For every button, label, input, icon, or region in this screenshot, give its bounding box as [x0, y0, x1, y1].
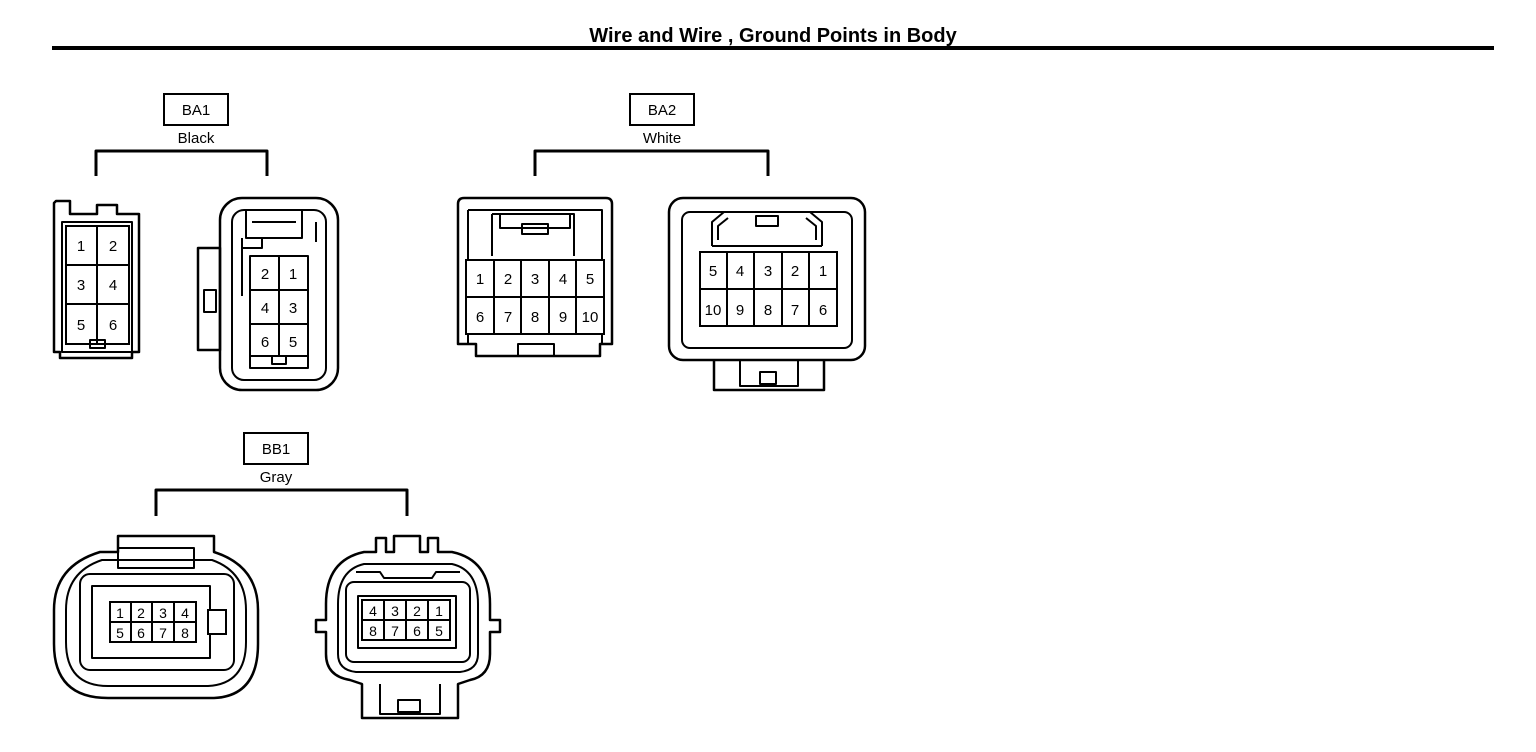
ba2-right-pin: 5 — [709, 263, 717, 280]
bb1-right-pin: 8 — [369, 623, 377, 639]
bb1-bracket — [154, 488, 409, 516]
bb1-left-pin: 2 — [137, 605, 145, 621]
ba1-right-pin: 4 — [261, 300, 269, 317]
ba1-right-pin: 2 — [261, 266, 269, 283]
bb1-right-pin: 3 — [391, 603, 399, 619]
ba2-right-pin: 9 — [736, 302, 744, 319]
bb1-color: Gray — [260, 469, 293, 486]
ba1-code: BA1 — [182, 102, 210, 119]
ba1-left-pin: 3 — [77, 277, 85, 294]
ba2-left-pin: 2 — [504, 271, 512, 288]
ba1-right-pin: 6 — [261, 334, 269, 351]
ba2-right-pin: 2 — [791, 263, 799, 280]
ba1-bracket — [94, 149, 269, 176]
ba1-right-pin: 1 — [289, 266, 297, 283]
ba2-right-pin: 4 — [736, 263, 744, 280]
ba1-left-pin: 4 — [109, 277, 117, 294]
bb1-left-pin: 5 — [116, 625, 124, 641]
bb1-right-pin: 7 — [391, 623, 399, 639]
ba2-left-pin: 6 — [476, 309, 484, 326]
ba2-right-pin: 1 — [819, 263, 827, 280]
bb1-right-pin: 4 — [369, 603, 377, 619]
bb1-left-pin: 3 — [159, 605, 167, 621]
page-title: Wire and Wire , Ground Points in Body — [589, 25, 957, 47]
ba2-right-pin: 6 — [819, 302, 827, 319]
bb1-right-pin: 5 — [435, 623, 443, 639]
ba1-left-pin: 6 — [109, 317, 117, 334]
bb1-code: BB1 — [262, 441, 290, 458]
bb1-right-connector: 4 3 2 1 8 7 6 5 — [314, 534, 502, 720]
bb1-right-pin: 2 — [413, 603, 421, 619]
ba2-color: White — [643, 130, 681, 147]
ba2-left-pin: 8 — [531, 309, 539, 326]
bb1-left-pin: 7 — [159, 625, 167, 641]
connector-bb1: BB1 Gray 1 2 3 4 5 6 7 8 — [52, 432, 502, 720]
ba2-left-pin: 4 — [559, 271, 567, 288]
bb1-left-pin: 1 — [116, 605, 124, 621]
ba2-right-pin: 3 — [764, 263, 772, 280]
ba2-right-pin: 8 — [764, 302, 772, 319]
connector-ba2: BA2 White 1 2 3 4 5 6 7 8 9 1 — [456, 93, 867, 392]
connector-ba1: BA1 Black 1 2 3 4 5 6 — [52, 93, 340, 392]
ba1-right-pin: 3 — [289, 300, 297, 317]
ba1-left-pin: 1 — [77, 238, 85, 255]
ba2-left-connector: 1 2 3 4 5 6 7 8 9 10 — [456, 196, 614, 358]
bb1-code-box — [243, 432, 309, 465]
ba2-left-pin: 1 — [476, 271, 484, 288]
bb1-left-pin: 8 — [181, 625, 189, 641]
bb1-right-pin: 1 — [435, 603, 443, 619]
ba1-right-pin: 5 — [289, 334, 297, 351]
ba2-left-pin: 5 — [586, 271, 594, 288]
bb1-left-pin: 6 — [137, 625, 145, 641]
ba1-code-box — [163, 93, 229, 126]
ba2-left-pin: 7 — [504, 309, 512, 326]
ba2-left-pin: 9 — [559, 309, 567, 326]
ba2-left-pin: 3 — [531, 271, 539, 288]
ba2-code: BA2 — [648, 102, 676, 119]
ba2-right-pin: 7 — [791, 302, 799, 319]
bb1-right-pin: 6 — [413, 623, 421, 639]
ba1-left-pin: 5 — [77, 317, 85, 334]
ba2-code-box — [629, 93, 695, 126]
ba1-right-connector: 2 1 4 3 6 5 — [196, 196, 340, 392]
ba1-left-connector: 1 2 3 4 5 6 — [52, 199, 141, 360]
ba2-bracket — [533, 149, 770, 176]
ba2-right-connector: 5 4 3 2 1 10 9 8 7 6 — [667, 196, 867, 392]
bb1-left-pin: 4 — [181, 605, 189, 621]
ba2-left-pin: 10 — [582, 309, 599, 326]
bb1-left-connector: 1 2 3 4 5 6 7 8 — [52, 534, 260, 700]
ba1-color: Black — [178, 130, 215, 147]
ba1-left-pin: 2 — [109, 238, 117, 255]
ba2-right-pin: 10 — [705, 302, 722, 319]
